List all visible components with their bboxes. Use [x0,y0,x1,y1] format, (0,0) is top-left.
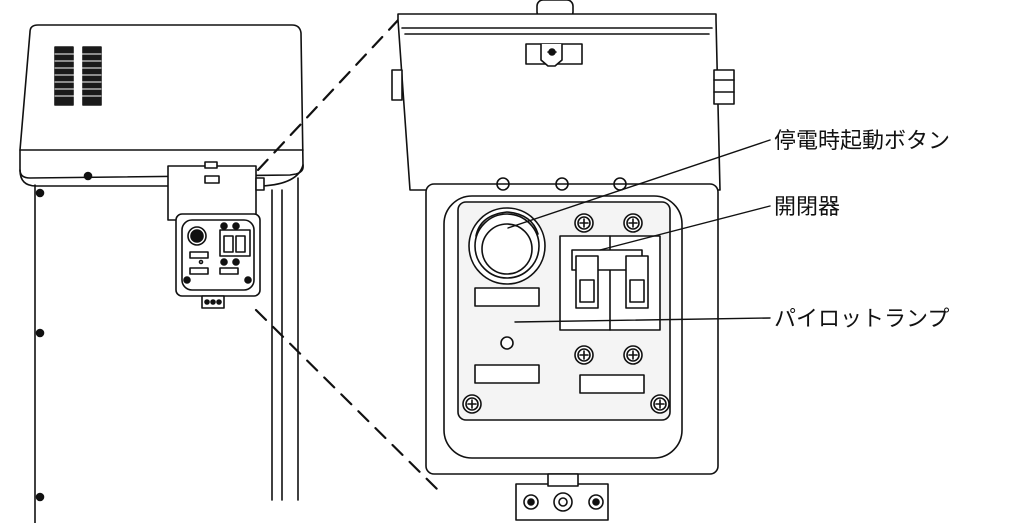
rivet [83,171,93,181]
screw [574,213,594,233]
cabinet-roof-rim [19,164,304,187]
lid-hole [496,177,510,191]
screw [462,394,482,414]
lid-side-hinge-left [391,69,403,101]
bottom-bracket [515,473,609,521]
rivet [35,492,45,502]
leader-startup-button [507,139,771,229]
pilot-lamp [500,336,514,350]
startup-button [468,207,546,285]
rivet [35,328,45,338]
screw [650,394,670,414]
callout-startup-button: 停電時起動ボタン [774,129,950,154]
cabinet-overview [19,16,440,523]
zoom-guide-lines [254,16,440,492]
screw [574,345,594,365]
lid-hole [555,177,569,191]
rivet [35,188,45,198]
callout-leaders [507,139,771,323]
callout-pilot-lamp: パイロットランプ [774,307,949,332]
leader-switch [599,205,771,251]
switch-breaker [559,235,661,331]
label-plate [474,364,540,384]
panel-lid [397,13,721,191]
screw [623,213,643,233]
leader-pilot-lamp [514,317,771,323]
panel-detail [391,0,735,521]
label-plate [474,287,540,307]
lid-side-hinge-right [713,69,735,105]
callout-switch: 開閉器 [774,195,840,220]
screw [623,345,643,365]
label-plate [579,374,645,394]
small-control-box [167,161,265,309]
